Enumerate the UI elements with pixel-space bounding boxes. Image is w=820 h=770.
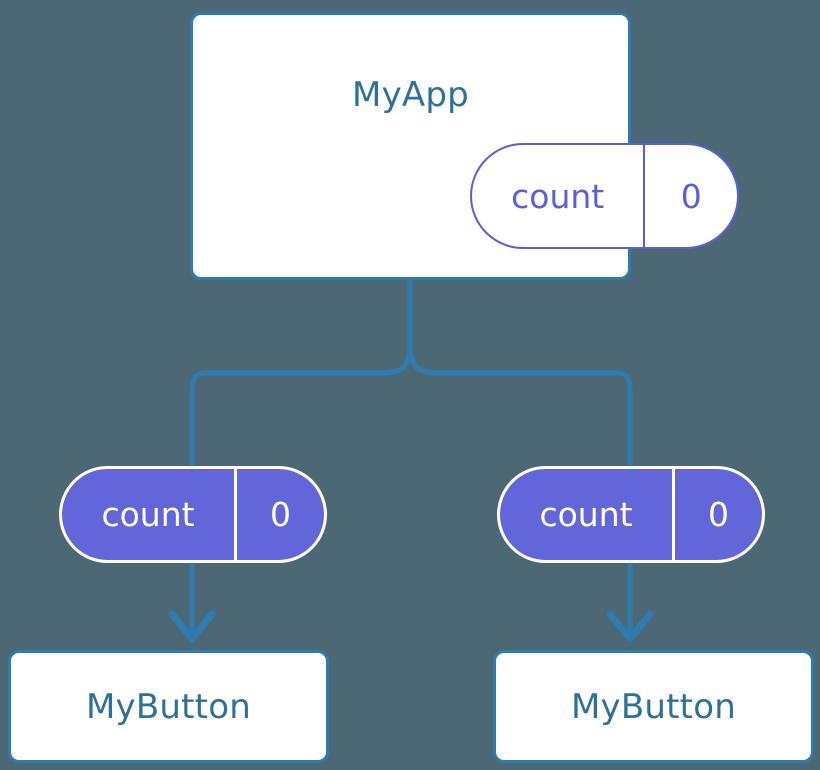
prop-pill-value: 0: [672, 469, 762, 560]
component-label-mybutton: MyButton: [86, 687, 251, 727]
prop-pill-value: 0: [234, 469, 324, 560]
prop-pill-right-count[interactable]: count 0: [497, 466, 765, 563]
prop-pill-key: count: [539, 495, 633, 534]
component-node-mybutton-right[interactable]: MyButton: [493, 650, 814, 763]
branch-connector-right: [407, 343, 633, 466]
component-label-myapp: MyApp: [352, 75, 469, 115]
component-node-mybutton-left[interactable]: MyButton: [8, 650, 329, 763]
component-label-mybutton: MyButton: [571, 687, 736, 727]
prop-arrow-right-head: [606, 610, 654, 643]
component-node-myapp[interactable]: MyApp count 0: [190, 12, 739, 280]
state-pill-key: count: [511, 176, 605, 216]
state-pill-value: 0: [643, 145, 737, 247]
prop-pill-left-count[interactable]: count 0: [59, 466, 327, 563]
prop-arrow-left-head: [168, 610, 216, 643]
state-pill-myapp-count[interactable]: count 0: [470, 143, 739, 249]
prop-pill-key: count: [101, 495, 195, 534]
branch-connector-left: [189, 343, 413, 466]
